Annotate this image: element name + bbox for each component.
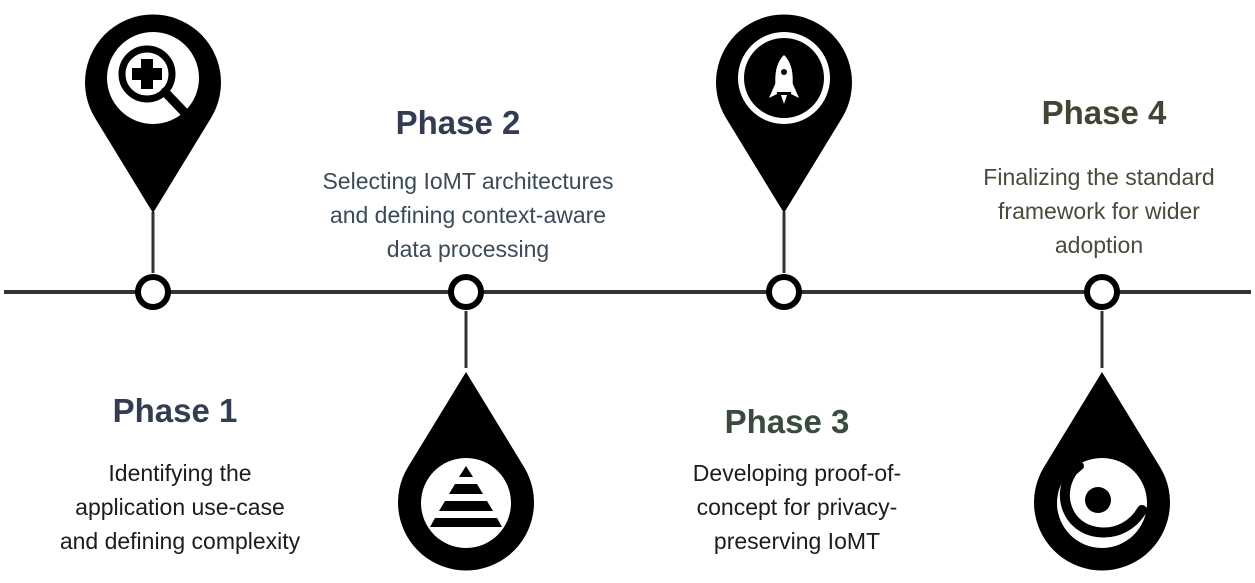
phase1-pin [85, 14, 221, 213]
phase4-description-line: framework for wider [998, 198, 1200, 224]
phase2-description-line: Selecting IoMT architectures [322, 168, 614, 194]
phase3-description: Developing proof-of- concept for privacy… [607, 456, 987, 558]
phase3-description-line: concept for privacy- [696, 494, 898, 520]
phase1-description-line: and defining complexity [59, 528, 301, 554]
phase4-node [1084, 274, 1120, 310]
phase1-description-line: Identifying the [108, 460, 252, 486]
phase4-description: Finalizing the standard framework for wi… [909, 160, 1255, 262]
person-adoption-icon [1059, 462, 1147, 538]
phase3-node [766, 274, 802, 310]
phase2-description-line: and defining context-aware [329, 202, 607, 228]
pyramid-icon [430, 466, 502, 527]
phase3-description-line: preserving IoMT [713, 528, 881, 554]
phase3-pin [715, 14, 852, 213]
phase1-description-line: application use-case [75, 494, 285, 520]
phase2-title: Phase 2 [395, 104, 521, 141]
medical-search-icon [118, 45, 191, 119]
phase2-description: Selecting IoMT architectures and definin… [278, 164, 658, 266]
phase4-description-line: adoption [1054, 232, 1144, 258]
phase2-node [448, 274, 484, 310]
phase1-node [135, 274, 171, 310]
rocket-icon [769, 55, 799, 104]
phase1-description: Identifying the application use-case and… [0, 456, 370, 558]
phase4-drop [1034, 372, 1170, 571]
phase1-title: Phase 1 [112, 392, 238, 429]
phase2-description-line: data processing [386, 236, 550, 262]
phase4-description-line: Finalizing the standard [983, 164, 1215, 190]
phase3-description-line: Developing proof-of- [692, 460, 902, 486]
phase2-drop [398, 372, 535, 571]
phase4-title: Phase 4 [1041, 94, 1167, 131]
phase3-title: Phase 3 [724, 403, 850, 440]
